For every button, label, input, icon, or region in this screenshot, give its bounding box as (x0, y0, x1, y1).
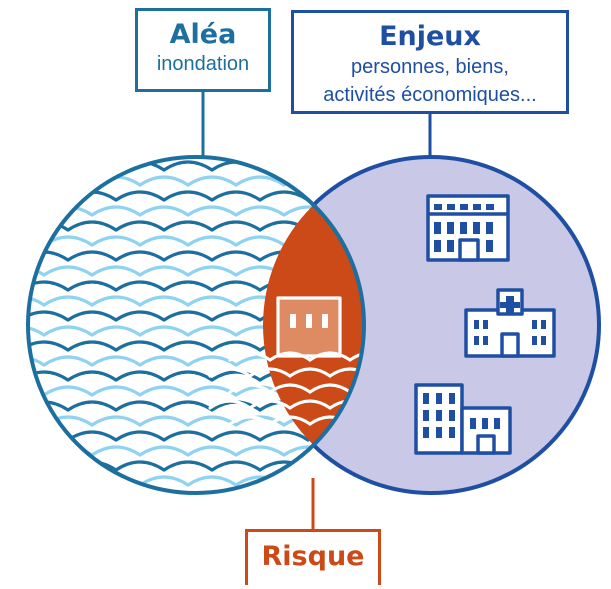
alea-label-box: Aléa inondation (135, 8, 271, 92)
flooded-house-icon (276, 296, 342, 358)
hospital-icon (464, 288, 556, 358)
alea-subtitle: inondation (156, 52, 250, 75)
risque-label-box: Risque (245, 529, 381, 585)
enjeux-label-box: Enjeux personnes, biens, activités écono… (291, 10, 569, 114)
risque-wave-line (228, 415, 364, 426)
enjeux-title: Enjeux (379, 21, 481, 52)
enjeux-subtitle-line1: personnes, biens, (351, 55, 509, 78)
risque-wave-line (228, 383, 364, 394)
risque-waves (208, 351, 364, 426)
enjeux-subtitle-line2: activités économiques... (323, 83, 537, 106)
alea-circle-outline (26, 155, 366, 495)
office-building-icon (426, 194, 510, 262)
risque-wave-line (208, 367, 364, 378)
alea-title: Aléa (169, 19, 237, 50)
risque-wave-line (208, 399, 364, 410)
apartment-buildings-icon (414, 383, 512, 455)
risque-wave-line (228, 351, 364, 362)
risque-title: Risque (261, 541, 365, 572)
